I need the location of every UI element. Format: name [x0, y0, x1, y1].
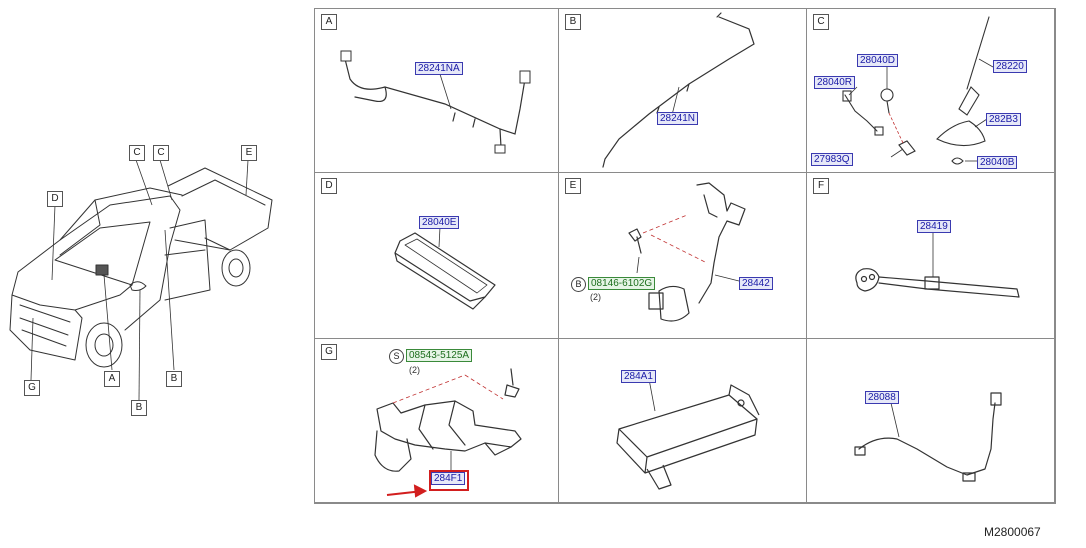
- antenna-28040E-drawing: [394, 226, 496, 310]
- cell-harness: 28088: [807, 339, 1055, 503]
- cell-c: C 28040D 28220 28040R 282B3 27983Q 28040…: [807, 9, 1055, 173]
- part-label-28442[interactable]: 28442: [739, 277, 773, 290]
- cell-e: E B 08146-6102G (2) 28442: [559, 173, 807, 339]
- overview-callout-b1: B: [131, 400, 147, 416]
- part-label-27983Q[interactable]: 27983Q: [811, 153, 853, 166]
- cell-a: A 28241NA: [315, 9, 559, 173]
- part-label-28241NA[interactable]: 28241NA: [415, 62, 463, 75]
- vehicle-overview: [9, 159, 273, 401]
- part-label-28419[interactable]: 28419: [917, 220, 951, 233]
- part-label-284F1[interactable]: 284F1: [431, 472, 466, 485]
- overview-callout-c1: C: [129, 145, 145, 161]
- cell-g: G S 08543-5125A (2) 284F1: [315, 339, 559, 503]
- part-label-28241N[interactable]: 28241N: [657, 112, 699, 125]
- part-label-28040E[interactable]: 28040E: [419, 216, 460, 229]
- cell-f: F 28419: [807, 173, 1055, 339]
- part-label-28040D[interactable]: 28040D: [857, 54, 899, 67]
- antenna-assembly-drawing: [842, 16, 994, 165]
- overview-leader-lines: [30, 159, 249, 401]
- rod-28419-drawing: [855, 231, 1020, 298]
- diagram-code: M2800067: [984, 525, 1041, 539]
- part-label-28088[interactable]: 28088: [865, 391, 899, 404]
- cell-letter: F: [813, 178, 829, 194]
- quantity-label: (2): [590, 292, 601, 302]
- part-label-284A1[interactable]: 284A1: [621, 370, 656, 383]
- part-label-08543-5125A[interactable]: 08543-5125A: [406, 349, 473, 362]
- part-label-28040R[interactable]: 28040R: [814, 76, 856, 89]
- cell-letter: B: [565, 14, 581, 30]
- camera-284F1-drawing: [374, 368, 522, 498]
- cell-module: 284A1: [559, 339, 807, 503]
- module-284A1-drawing: [616, 378, 760, 490]
- part-label-08146-6102G[interactable]: 08146-6102G: [588, 277, 656, 290]
- harness-28088-drawing: [854, 392, 1002, 482]
- harness-28241NA-drawing: [340, 50, 531, 154]
- cell-letter: E: [565, 178, 581, 194]
- part-label-28220[interactable]: 28220: [993, 60, 1027, 73]
- prefix-b: B: [571, 277, 586, 292]
- overview-callout-e: E: [241, 145, 257, 161]
- overview-callout-c2: C: [153, 145, 169, 161]
- sensor-28442-drawing: [628, 182, 746, 322]
- cell-d: D 28040E: [315, 173, 559, 339]
- cell-letter: C: [813, 14, 829, 30]
- overview-callout-b2: B: [166, 371, 182, 387]
- highlight-box: [429, 470, 469, 491]
- overview-callout-a: A: [104, 371, 120, 387]
- cell-letter: G: [321, 344, 337, 360]
- parts-grid: A 28241NA B 28241N: [314, 8, 1056, 504]
- prefix-s: S: [389, 349, 404, 364]
- quantity-label: (2): [409, 365, 420, 375]
- cell-b: B 28241N: [559, 9, 807, 173]
- part-label-282B3[interactable]: 282B3: [986, 113, 1021, 126]
- part-label-28040B[interactable]: 28040B: [977, 156, 1018, 169]
- cell-letter: D: [321, 178, 337, 194]
- harness-28241N-drawing: [602, 12, 755, 168]
- cell-letter: A: [321, 14, 337, 30]
- overview-callout-g: G: [24, 380, 40, 396]
- truck-outline: [9, 167, 273, 368]
- overview-callout-d: D: [47, 191, 63, 207]
